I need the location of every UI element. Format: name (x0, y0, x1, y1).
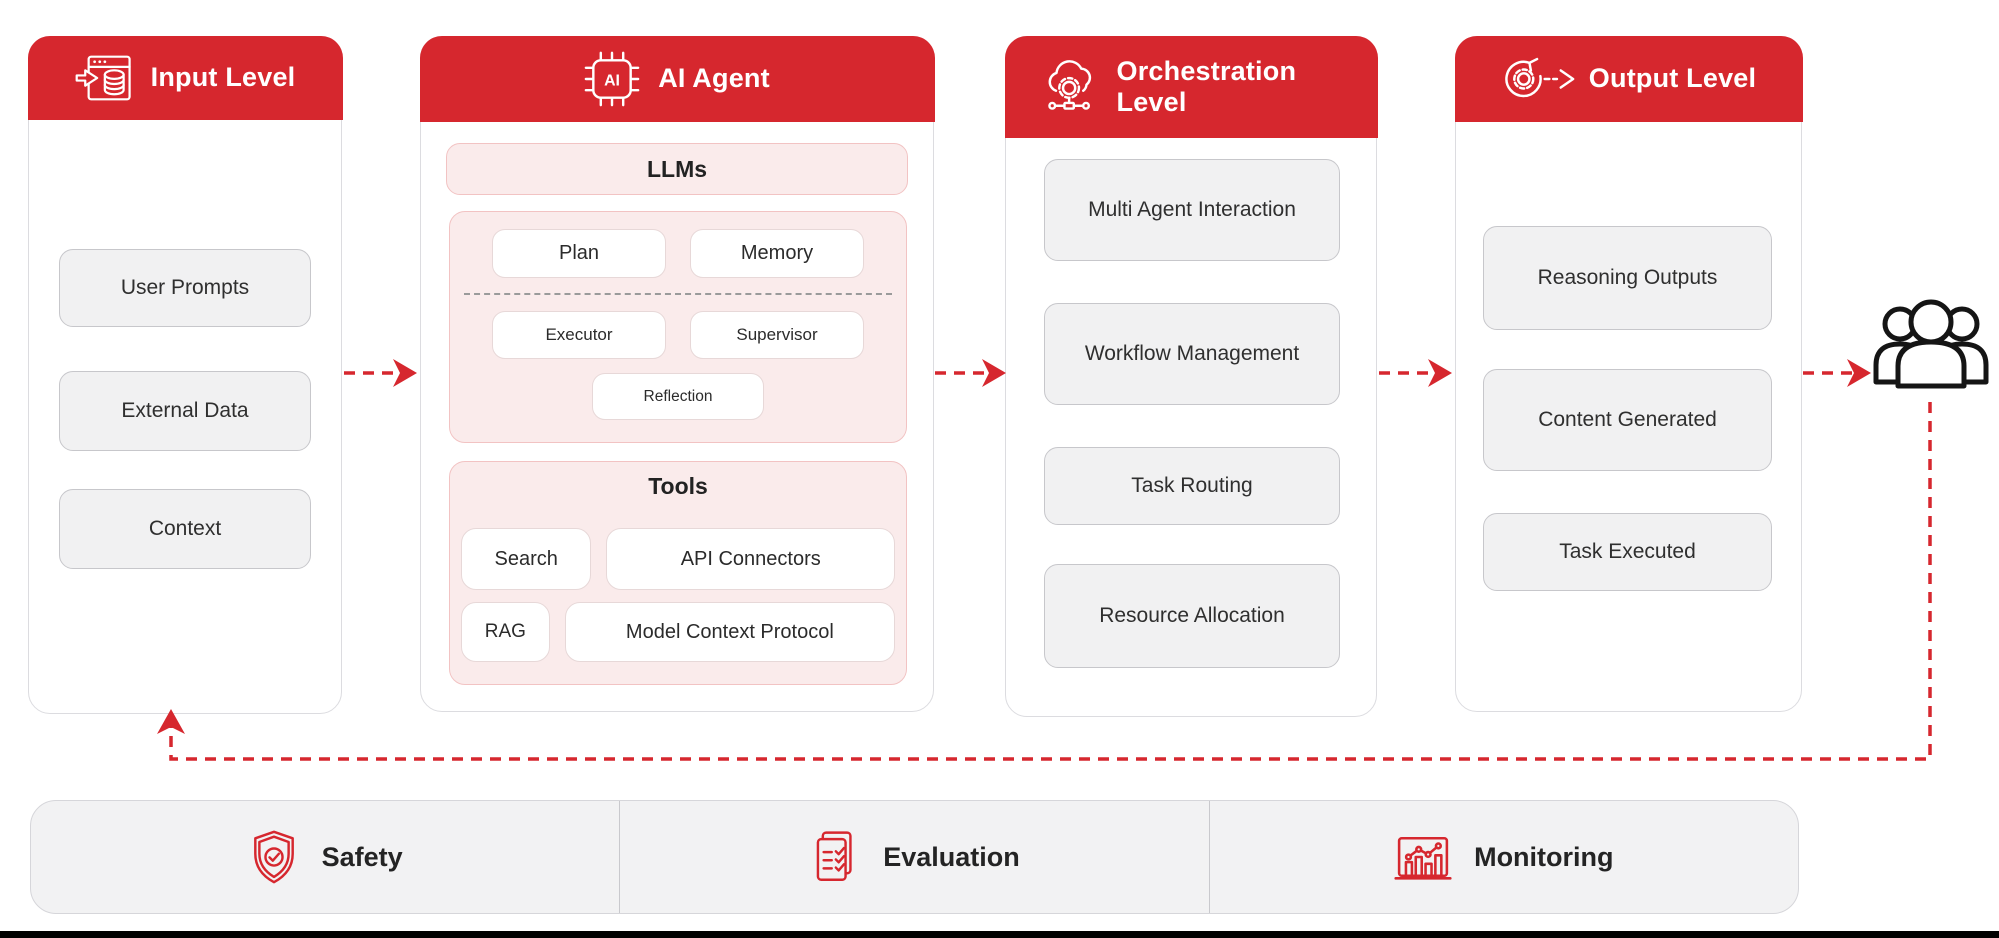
memory-pill: Memory (690, 229, 864, 278)
multi-agent-interaction-box: Multi Agent Interaction (1044, 159, 1340, 261)
tools-row-1: Search API Connectors (461, 528, 895, 590)
monitoring-label: Monitoring (1474, 841, 1614, 872)
input-level-panel: Input Level User Prompts External Data C… (27, 35, 343, 714)
user-prompts-box: User Prompts (59, 249, 311, 327)
plan-pill: Plan (492, 229, 666, 278)
output-level-header: Output Level (1454, 35, 1803, 122)
monitoring-section: Monitoring (1208, 801, 1798, 913)
executor-pill: Executor (492, 311, 666, 359)
core-row-2: Executor Supervisor (450, 311, 906, 359)
evaluation-section: Evaluation (619, 801, 1208, 913)
orchestration-level-panel: Orchestration Level Multi Agent Interact… (1004, 35, 1378, 717)
ai-chip-icon: AI (584, 51, 640, 107)
reflection-pill: Reflection (592, 373, 764, 420)
chart-monitor-icon (1394, 831, 1452, 883)
ai-agent-panel: AI AI Agent LLMs Plan Memory Executor Su… (419, 35, 935, 712)
orchestration-level-title: Orchestration Level (1116, 56, 1297, 117)
search-pill: Search (461, 528, 592, 590)
model-context-protocol-pill: Model Context Protocol (564, 602, 895, 662)
task-routing-box: Task Routing (1044, 447, 1340, 525)
input-level-title: Input Level (150, 62, 296, 92)
core-row-1: Plan Memory (450, 229, 906, 278)
reasoning-outputs-box: Reasoning Outputs (1483, 226, 1772, 330)
orchestration-level-header: Orchestration Level (1004, 35, 1378, 138)
core-dashed-divider (464, 293, 892, 295)
output-level-panel: Output Level Reasoning Outputs Content G… (1454, 35, 1803, 712)
tools-title: Tools (648, 473, 708, 499)
output-level-title: Output Level (1588, 63, 1757, 93)
llms-label-box: LLMs (446, 143, 908, 195)
tools-row-2: RAG Model Context Protocol (461, 602, 895, 662)
ai-agent-title: AI Agent (658, 63, 770, 93)
supervisor-pill: Supervisor (690, 311, 864, 359)
agent-core-panel: Plan Memory Executor Supervisor Reflecti… (449, 211, 907, 443)
governance-bar: Safety Evaluation (30, 800, 1799, 914)
ai-chip-label: AI (604, 72, 620, 89)
checklist-icon (809, 829, 861, 885)
external-data-box: External Data (59, 371, 311, 451)
core-row-3: Reflection (450, 373, 906, 420)
api-connectors-pill: API Connectors (606, 528, 895, 590)
resource-allocation-box: Resource Allocation (1044, 564, 1340, 668)
users-icon (1866, 298, 1996, 400)
shield-check-icon (248, 829, 300, 885)
safety-label: Safety (321, 841, 403, 872)
context-box: Context (59, 489, 311, 569)
rag-pill: RAG (461, 602, 550, 662)
browser-data-icon (75, 52, 133, 104)
content-generated-box: Content Generated (1483, 369, 1772, 471)
evaluation-label: Evaluation (883, 841, 1020, 872)
cloud-gear-icon (1041, 57, 1101, 117)
bottom-border-strip (0, 931, 1999, 938)
ai-agent-header: AI AI Agent (419, 35, 935, 122)
tools-panel: Tools Search API Connectors RAG Model Co… (449, 461, 907, 685)
safety-section: Safety (31, 801, 619, 913)
gear-arrow-icon (1501, 52, 1575, 106)
task-executed-box: Task Executed (1483, 513, 1772, 591)
workflow-management-box: Workflow Management (1044, 303, 1340, 405)
input-level-header: Input Level (27, 35, 343, 120)
